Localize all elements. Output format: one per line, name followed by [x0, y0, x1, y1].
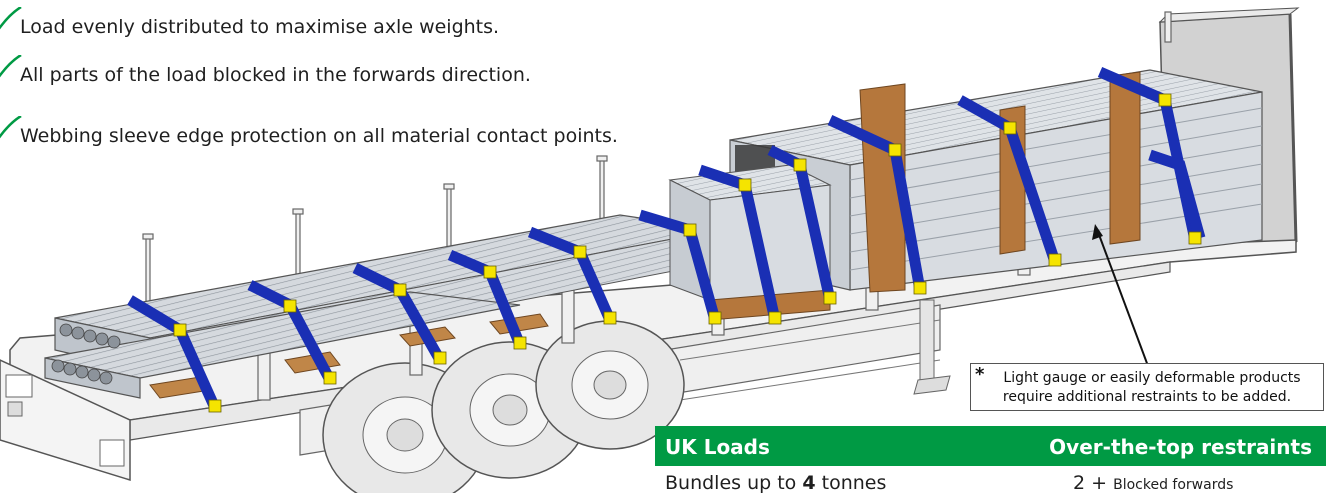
- checklist-item-text: Load evenly distributed to maximise axle…: [20, 16, 500, 38]
- deformable-products-note: * Light gauge or easily deformable produ…: [970, 363, 1324, 411]
- checklist-item: All parts of the load blocked in the for…: [0, 51, 760, 91]
- check-icon: [0, 55, 22, 78]
- note-pointer-line: [1092, 224, 1149, 367]
- note-line-1: Light gauge or easily deformable product…: [1003, 370, 1301, 386]
- restraints-table-header: UK Loads Over-the-top restraints: [655, 426, 1326, 466]
- checklist-item-text: All parts of the load blocked in the for…: [20, 64, 531, 86]
- note-line-2: require additional restraints to be adde…: [1002, 389, 1292, 405]
- restraints-table-row: Bundles up to 4 tonnes 2 + Blocked forwa…: [655, 468, 1326, 493]
- header-over-the-top-restraints: Over-the-top restraints: [1049, 435, 1312, 459]
- header-uk-loads: UK Loads: [665, 435, 770, 459]
- check-icon: [0, 116, 22, 139]
- checklist-item: Webbing sleeve edge protection on all ma…: [0, 112, 760, 152]
- row-load-description: Bundles up to 4 tonnes: [665, 472, 887, 493]
- trailer-wheels: [322, 320, 685, 493]
- row-restraint-count: 2 + Blocked forwards: [1073, 472, 1234, 493]
- checklist-item-text: Webbing sleeve edge protection on all ma…: [20, 125, 618, 147]
- check-icon: [0, 7, 22, 30]
- note-asterisk: *: [975, 364, 985, 385]
- edge-protectors: [173, 93, 1202, 413]
- checklist-item: Load evenly distributed to maximise axle…: [0, 3, 760, 43]
